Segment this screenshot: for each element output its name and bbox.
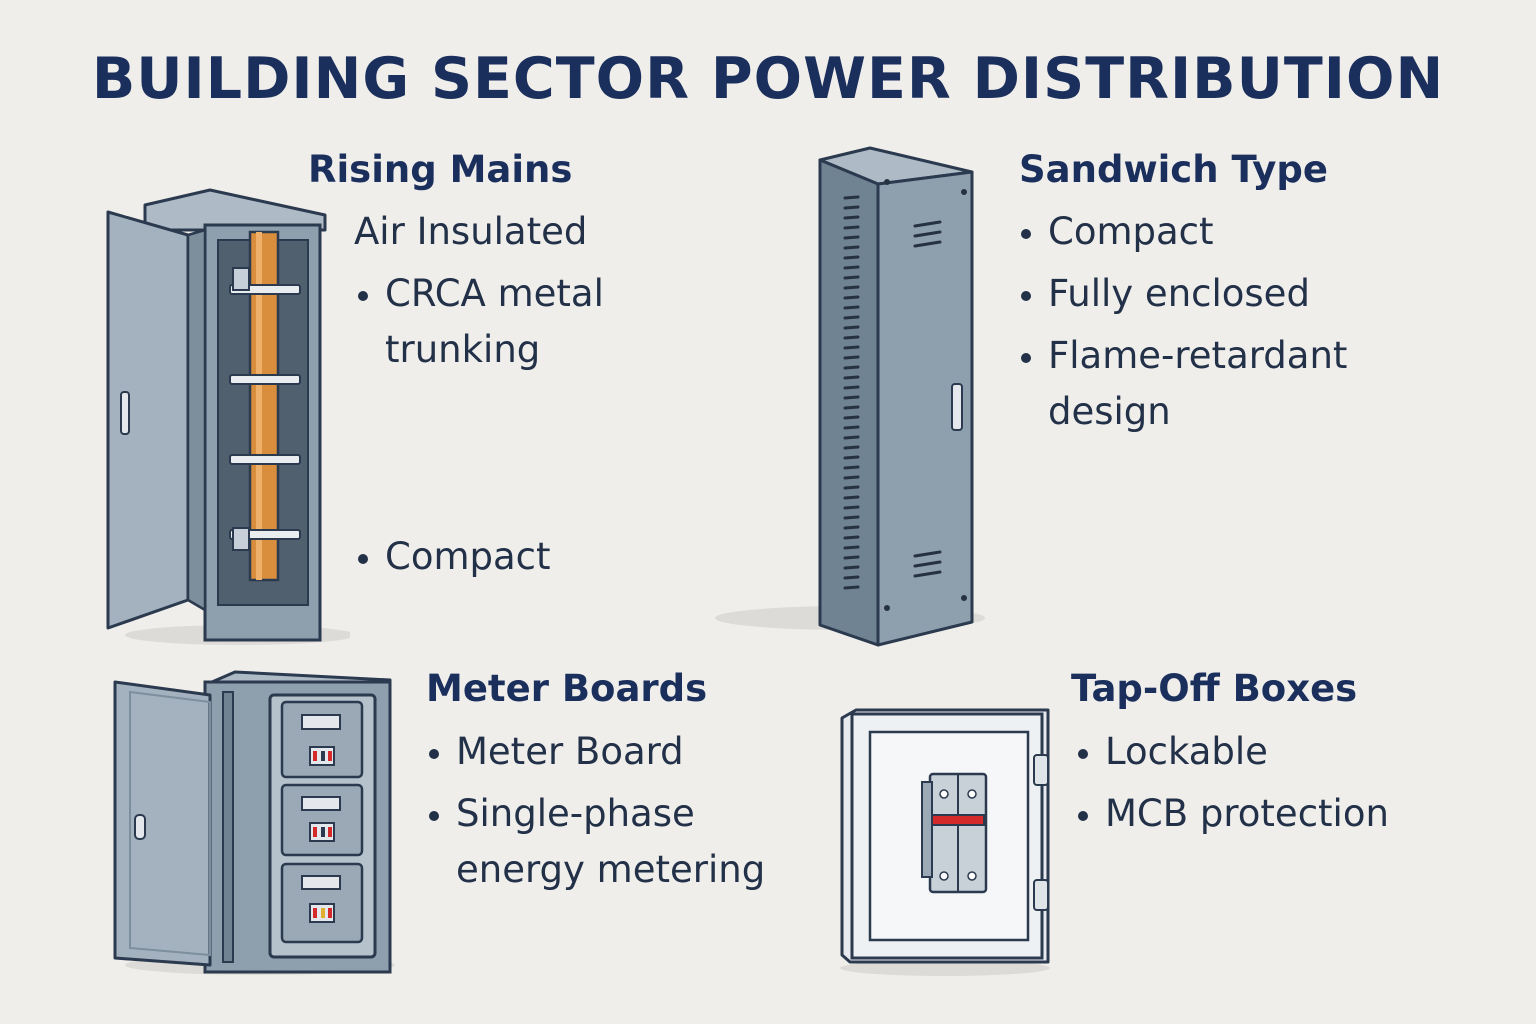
rising-mains-subheading: Air Insulated	[354, 210, 588, 253]
list-item: Compact	[1017, 204, 1377, 260]
tap-off-boxes-bullet-list: Lockable MCB protection	[1074, 724, 1434, 842]
sandwich-type-bullet-list: Compact Fully enclosed Flame-retardant d…	[1017, 204, 1377, 440]
tap-off-boxes-heading: Tap-Off Boxes	[1071, 667, 1358, 710]
list-item: Fully enclosed	[1017, 266, 1377, 322]
rising-mains-heading: Rising Mains	[308, 148, 573, 191]
list-item: MCB protection	[1074, 786, 1434, 842]
meter-boards-bullet-list: Meter Board Single-phase energy metering	[425, 724, 785, 898]
list-item: CRCA metal trunking	[354, 266, 654, 378]
meter-board-cabinet-icon	[113, 670, 395, 975]
rising-mains-cabinet-icon	[106, 188, 350, 645]
sandwich-type-heading: Sandwich Type	[1019, 148, 1329, 191]
meter-boards-heading: Meter Boards	[426, 667, 708, 710]
tap-off-box-icon	[840, 708, 1050, 976]
rising-mains-bullet-list: CRCA metal trunking Compact	[354, 266, 654, 585]
list-item: Lockable	[1074, 724, 1434, 780]
list-item: Single-phase energy metering	[425, 786, 785, 898]
page-title: BUILDING SECTOR POWER DISTRIBUTION	[91, 46, 1445, 112]
sandwich-busway-cabinet-icon	[715, 146, 985, 647]
list-item: Compact	[354, 529, 654, 585]
list-item: Meter Board	[425, 724, 785, 780]
list-item: Flame-retardant design	[1017, 328, 1377, 440]
